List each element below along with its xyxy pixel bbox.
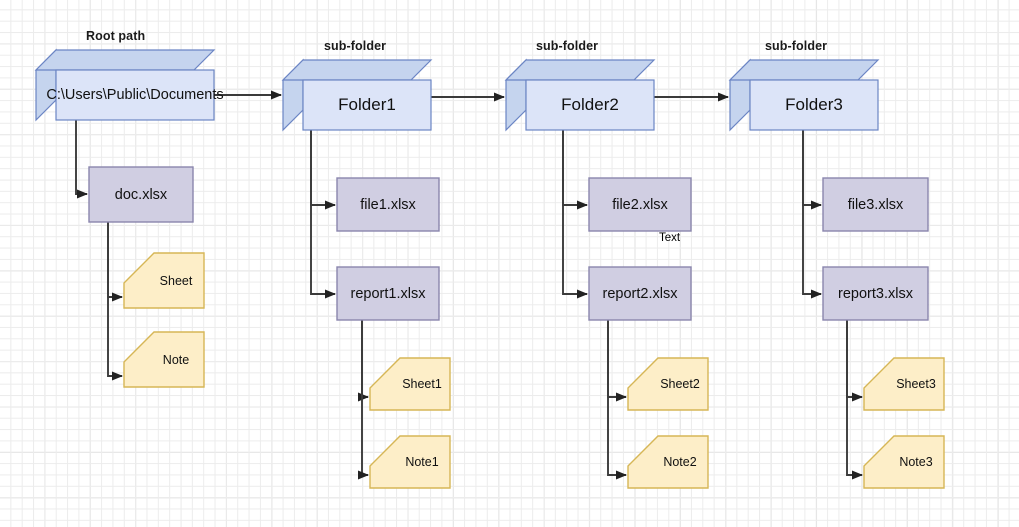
sheet-note[interactable] — [123, 331, 205, 388]
conn-folder3-file3 — [802, 130, 822, 210]
conn-folder2-file2 — [562, 130, 588, 210]
conn-root-doc — [75, 120, 88, 199]
sheet-note3[interactable] — [863, 435, 945, 489]
sheet-shapes-group — [123, 252, 945, 489]
cap-root: Root path — [86, 29, 146, 43]
conn-doc-note — [107, 222, 123, 381]
conn-folder2-report2 — [562, 130, 588, 299]
cube-folder3-top-face — [728, 59, 880, 81]
cube-folder2-front-face — [525, 79, 655, 131]
conn-folder3-report3 — [802, 130, 822, 299]
sheet-sheet[interactable] — [123, 252, 205, 309]
sheet-note2[interactable] — [627, 435, 709, 489]
folder-cubes-group — [34, 48, 880, 132]
cube-folder2-top-face — [504, 59, 656, 81]
cube-folder1-front-face — [302, 79, 432, 131]
conn-folder1-report1 — [310, 130, 336, 299]
cube-root-top-face — [34, 49, 216, 71]
cube-folder3-front-face — [749, 79, 879, 131]
sheet-sheet2[interactable] — [627, 357, 709, 411]
conn-report2-note2 — [607, 320, 627, 480]
cap-sub2: sub-folder — [536, 39, 599, 53]
file-file1[interactable] — [336, 177, 440, 232]
conn-report3-note3 — [846, 320, 863, 480]
cube-root-front-face — [55, 69, 215, 121]
conn-report2-sheet2 — [607, 320, 627, 402]
sheet-note1[interactable] — [369, 435, 451, 489]
conn-folder1-file1 — [310, 130, 336, 210]
conn-report3-sheet3 — [846, 320, 863, 402]
cube-folder2[interactable] — [504, 58, 656, 132]
cube-folder3[interactable] — [728, 58, 880, 132]
file-file3[interactable] — [822, 177, 929, 232]
sheet-sheet3[interactable] — [863, 357, 945, 411]
cap-sub1: sub-folder — [324, 39, 387, 53]
conn-doc-sheet — [107, 222, 123, 302]
anno-text: Text — [659, 232, 681, 244]
cap-sub3: sub-folder — [765, 39, 828, 53]
file-file2[interactable] — [588, 177, 692, 232]
file-report1[interactable] — [336, 266, 440, 321]
file-boxes-group — [88, 166, 929, 321]
sheet-sheet1[interactable] — [369, 357, 451, 411]
connectors-group — [75, 90, 863, 480]
file-report3[interactable] — [822, 266, 929, 321]
cube-folder1[interactable] — [281, 58, 433, 132]
file-doc[interactable] — [88, 166, 194, 223]
file-report2[interactable] — [588, 266, 692, 321]
conn-report1-note1 — [358, 320, 369, 480]
cube-folder1-top-face — [281, 59, 433, 81]
cube-root[interactable] — [34, 48, 216, 122]
